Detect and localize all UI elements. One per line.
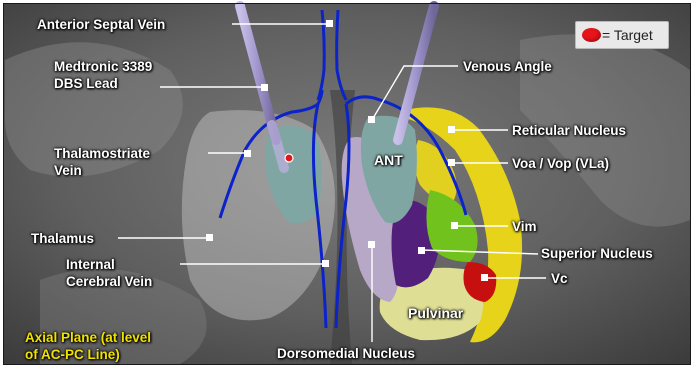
label-vim: Vim (512, 218, 537, 235)
label-plane-note: Axial Plane (at level of AC-PC Line) (25, 329, 205, 363)
label-superior-nucleus: Superior Nucleus (541, 245, 653, 262)
label-ant: ANT (374, 152, 403, 169)
label-venous-angle: Venous Angle (463, 58, 552, 75)
label-thalamostriate-vein: Thalamostriate Vein (54, 145, 204, 179)
legend-box: = Target (575, 21, 669, 49)
label-thalamus: Thalamus (31, 230, 94, 247)
label-internal-cerebral-vein: Internal Cerebral Vein (66, 256, 186, 290)
red-dot-icon (582, 28, 601, 42)
label-reticular-nucleus: Reticular Nucleus (512, 122, 626, 139)
label-vc: Vc (551, 270, 568, 287)
label-pulvinar: Pulvinar (408, 305, 463, 322)
label-voa-vop: Voa / Vop (VLa) (512, 155, 609, 172)
label-anterior-septal-vein: Anterior Septal Vein (37, 16, 165, 33)
legend-label: = Target (602, 27, 653, 43)
label-dorsomedial-nucleus: Dorsomedial Nucleus (277, 345, 415, 362)
label-dbs-lead: Medtronic 3389 DBS Lead (54, 58, 184, 92)
